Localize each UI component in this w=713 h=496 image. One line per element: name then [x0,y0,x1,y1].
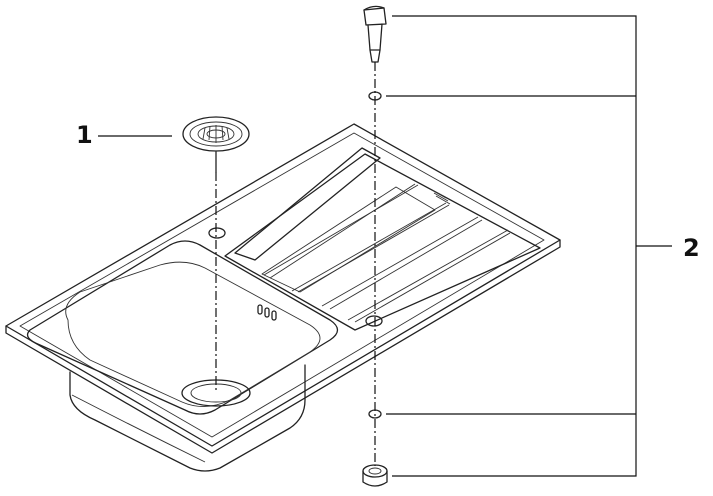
bowl-overflow-slots [257,304,277,321]
overflow-knob [363,5,387,63]
strainer-waste [182,116,250,173]
callout-2-bracket [392,15,637,477]
drainer-board [224,147,541,331]
sink-top-rim [5,123,561,454]
sink-bowl [26,240,339,472]
drainer-overflow-hole [365,315,383,327]
callout-2-label: 2 [683,234,700,262]
callout-1-label: 1 [76,121,93,149]
overflow-nut [362,464,388,487]
drainer-grille [431,189,451,205]
tap-hole [208,227,226,239]
